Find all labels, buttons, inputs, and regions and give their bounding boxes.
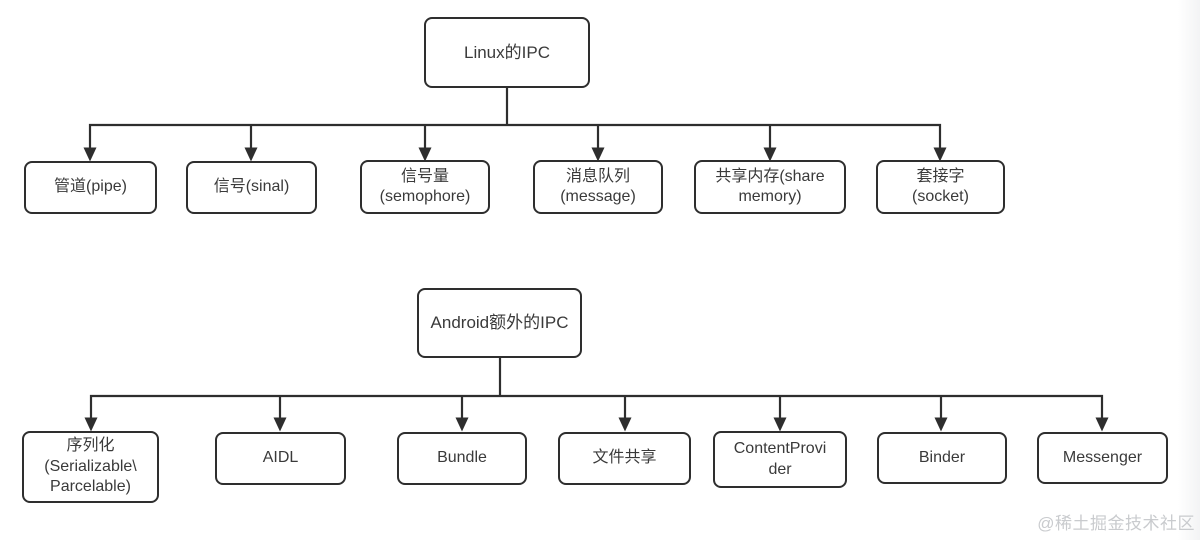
node-shared-memory: 共享内存(share memory) (694, 160, 846, 214)
arrow-down-icon (618, 417, 632, 432)
node-contentprovider: ContentProvi der (713, 431, 847, 488)
tree2-connector-path (89, 356, 1104, 421)
node-pipe: 管道(pipe) (24, 161, 157, 214)
watermark-text: @稀土掘金技术社区 (1037, 514, 1195, 533)
arrow-down-icon (763, 147, 777, 162)
node-semaphore: 信号量 (semophore) (360, 160, 490, 214)
arrow-down-icon (83, 147, 97, 162)
arrowheads (83, 147, 1109, 432)
arrow-down-icon (418, 147, 432, 162)
tree1-connector-path (88, 86, 942, 151)
node-linux-ipc-root: Linux的IPC (424, 17, 590, 88)
node-android-ipc-root: Android额外的IPC (417, 288, 582, 358)
node-binder: Binder (877, 432, 1007, 484)
node-file-sharing: 文件共享 (558, 432, 691, 485)
arrow-down-icon (455, 417, 469, 432)
arrow-down-icon (244, 147, 258, 162)
node-aidl: AIDL (215, 432, 346, 485)
node-message-queue: 消息队列 (message) (533, 160, 663, 214)
arrow-down-icon (273, 417, 287, 432)
arrow-down-icon (933, 147, 947, 162)
node-bundle: Bundle (397, 432, 527, 485)
node-signal: 信号(sinal) (186, 161, 317, 214)
arrow-down-icon (934, 417, 948, 432)
arrow-down-icon (591, 147, 605, 162)
node-socket: 套接字 (socket) (876, 160, 1005, 214)
node-serialization: 序列化 (Serializable\ Parcelable) (22, 431, 159, 503)
arrow-down-icon (1095, 417, 1109, 432)
arrow-down-icon (84, 417, 98, 432)
node-messenger: Messenger (1037, 432, 1168, 484)
arrow-down-icon (773, 417, 787, 432)
